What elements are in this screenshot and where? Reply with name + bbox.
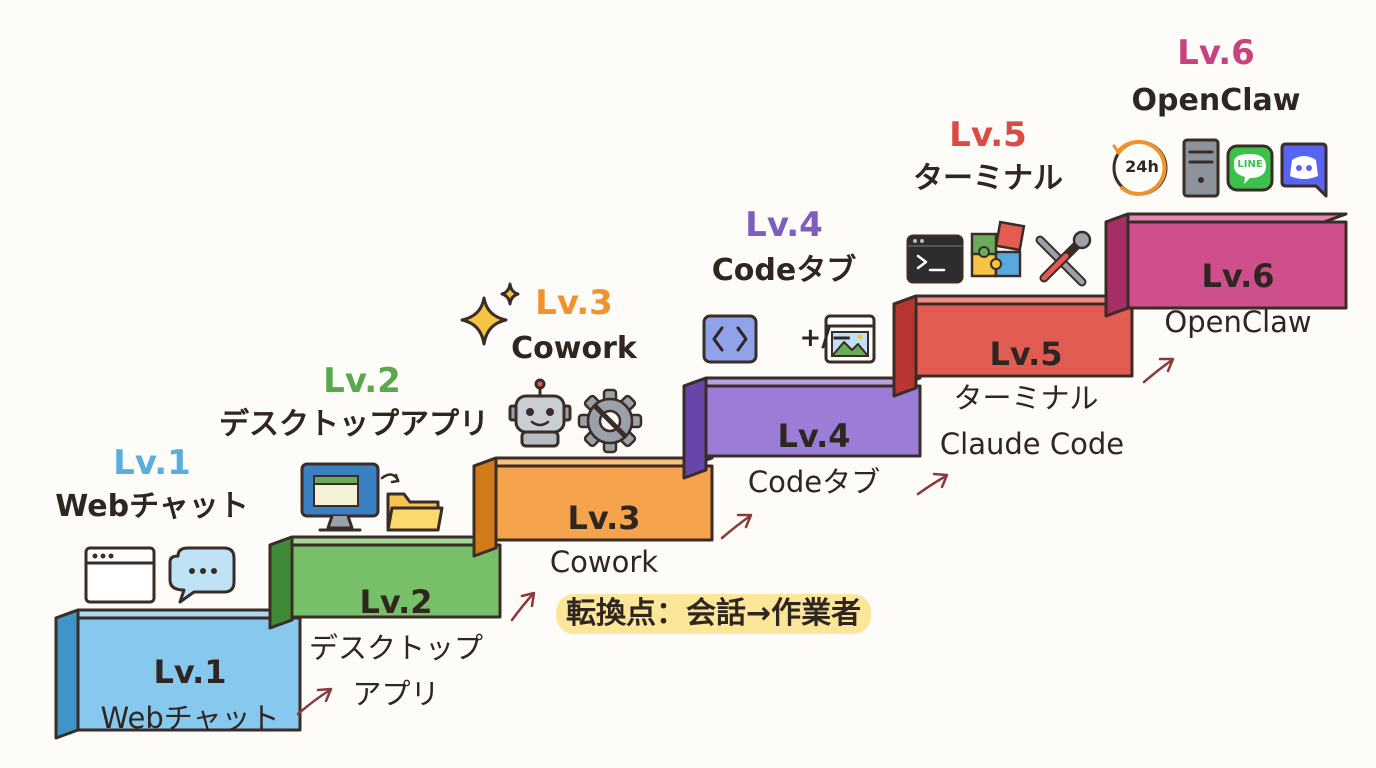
arrow-icon: [1142, 357, 1175, 384]
step-lv1: [54, 608, 302, 740]
clock-24h-label: 24h: [1125, 157, 1159, 176]
step-name-lv5-line1: ターミナル: [953, 381, 1099, 415]
heading-level-lv6: Lv.6: [1177, 33, 1255, 73]
step-level-lv4: Lv.4: [777, 417, 851, 455]
heading-level-lv1: Lv.1: [113, 443, 191, 483]
heading-name-lv4: Codeタブ: [711, 253, 857, 288]
step-lv3: [472, 456, 714, 558]
heading-name-lv6: OpenClaw: [1131, 83, 1301, 118]
server-icon: [1182, 138, 1220, 198]
diff-icon: +/−: [799, 323, 853, 353]
image-preview-icon: [824, 314, 876, 364]
step-level-lv3: Lv.3: [567, 499, 641, 537]
sparkle-icon: [460, 282, 520, 346]
heading-level-lv2: Lv.2: [323, 361, 401, 401]
puzzle-icon: [970, 220, 1026, 278]
turning-point-note: 転換点：会話→作業者: [556, 594, 872, 634]
step-level-lv1: Lv.1: [153, 653, 227, 691]
heading-name-lv2: デスクトップアプリ: [219, 407, 489, 442]
arrow-icon: [296, 687, 333, 716]
step-name-lv3: Cowork: [549, 545, 659, 579]
terminal-icon: [906, 234, 964, 284]
chat-bubble-icon: [168, 546, 236, 604]
robot-icon: [508, 378, 572, 448]
arrow-icon: [720, 513, 753, 540]
step-name-lv1: Webチャット: [100, 701, 280, 735]
arrow-icon: [510, 591, 536, 622]
heading-level-lv5: Lv.5: [949, 115, 1027, 155]
gear-tool-icon: [577, 388, 643, 454]
heading-level-lv4: Lv.4: [745, 205, 823, 245]
browser-window-icon: [84, 546, 156, 604]
tools-icon: [1035, 230, 1092, 287]
line-app-label: LINE: [1237, 159, 1263, 170]
step-name-lv6: OpenClaw: [1164, 305, 1312, 339]
desktop-monitor-icon: [300, 462, 380, 532]
step-level-lv5: Lv.5: [989, 335, 1063, 373]
step-lv4: [682, 376, 922, 480]
step-name-lv4: Codeタブ: [747, 465, 881, 499]
step-lv6: [1104, 212, 1348, 318]
step-name-lv5-line2: Claude Code: [939, 427, 1125, 461]
heading-name-lv1: Webチャット: [55, 489, 249, 524]
step-level-lv6: Lv.6: [1201, 257, 1275, 295]
line-app-icon: [1226, 144, 1274, 192]
heading-level-lv3: Lv.3: [535, 283, 613, 323]
arrow-icon: [916, 472, 949, 496]
step-name-lv2-line2: アプリ: [352, 677, 440, 711]
heading-name-lv5: ターミナル: [913, 161, 1063, 196]
step-lv2: [268, 535, 502, 630]
step-level-lv2: Lv.2: [359, 583, 433, 621]
discord-icon: [1280, 142, 1328, 198]
folder-icon: [380, 473, 444, 532]
code-icon: [702, 314, 758, 364]
heading-name-lv3: Cowork: [511, 331, 637, 366]
step-name-lv2-line1: デスクトップ: [308, 631, 484, 665]
clock-24h-icon: [1112, 139, 1168, 196]
